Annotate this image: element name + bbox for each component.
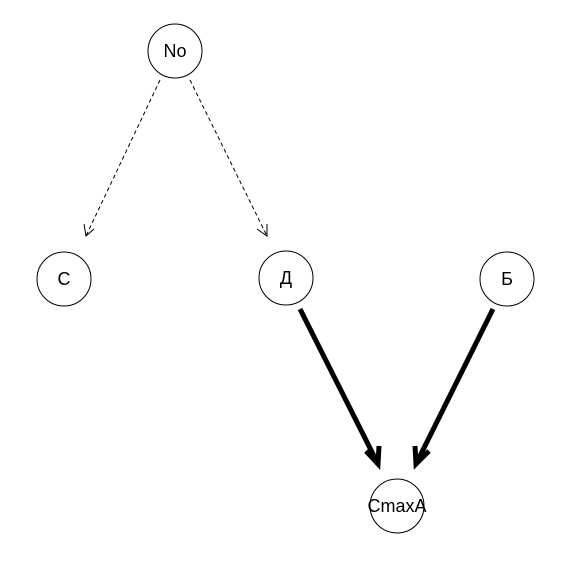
- node-no: No: [147, 23, 203, 79]
- edge-no-to-d: [189, 79, 268, 237]
- node-d: Д: [258, 250, 314, 306]
- node-d-label: Д: [280, 268, 292, 288]
- node-cmaxa: CmaxA: [367, 478, 427, 534]
- node-c: С: [36, 251, 92, 307]
- node-c-label: С: [58, 269, 71, 289]
- edge-no-to-c: [83, 79, 161, 237]
- node-cmaxa-label: CmaxA: [367, 496, 426, 516]
- edge-d-to-cmaxa: [297, 307, 382, 471]
- edges: [83, 79, 496, 471]
- edge-b-to-cmaxa: [412, 307, 496, 470]
- node-b: Б: [479, 251, 535, 307]
- node-no-label: No: [163, 41, 186, 61]
- node-b-label: Б: [501, 269, 513, 289]
